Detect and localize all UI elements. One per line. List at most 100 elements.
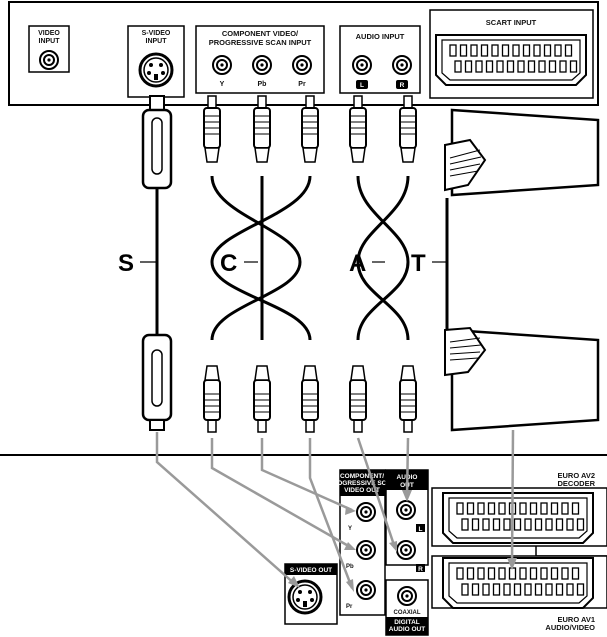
scart-pin xyxy=(477,567,485,580)
scart-pin xyxy=(466,567,475,580)
svideo-out-jack[interactable] xyxy=(287,579,323,615)
scart-pin xyxy=(498,567,506,580)
scart-pin xyxy=(487,502,496,515)
scart-pin xyxy=(471,583,480,596)
component-out-label-3: VIDEO OUT xyxy=(344,487,380,494)
scart-pin xyxy=(559,60,567,73)
component-input-jack-y[interactable] xyxy=(212,55,232,75)
scart-pin xyxy=(449,44,457,57)
svideo-input-jack[interactable] xyxy=(138,52,174,88)
audio-input-jack-l[interactable] xyxy=(352,55,372,75)
scart-pin xyxy=(477,502,485,515)
audio-out-r-label: R xyxy=(418,566,423,573)
video-input-label-1: VIDEO xyxy=(38,30,60,37)
component-out-jack-y[interactable] xyxy=(356,502,376,522)
scart-pin xyxy=(513,518,522,531)
euro-av2-label-2: DECODER xyxy=(557,479,595,488)
video-input-jack[interactable] xyxy=(39,50,59,70)
scart-pin xyxy=(491,44,499,57)
component-out-jack-pr[interactable] xyxy=(356,580,376,600)
scart-pin xyxy=(571,567,580,580)
connection-arrowheads xyxy=(288,490,517,592)
coaxial-label: COAXIAL xyxy=(394,610,421,616)
tv-rear-panel: VIDEO INPUT S-VIDEO INPUT COMPONENT VIDE… xyxy=(8,1,599,106)
scart-pin xyxy=(482,518,490,531)
scart-pin xyxy=(466,502,475,515)
scart-pin xyxy=(471,518,480,531)
cables xyxy=(140,175,449,341)
euro-av2-label-1: EURO AV2 xyxy=(557,471,595,480)
scart-pin xyxy=(543,44,552,57)
audio-input-l-label: L xyxy=(360,82,364,89)
audio-input-label: AUDIO INPUT xyxy=(356,32,405,41)
scart-pin xyxy=(475,60,483,73)
scart-pin xyxy=(485,60,494,73)
scart-pin xyxy=(464,60,473,73)
scart-pin xyxy=(540,567,548,580)
scart-pin xyxy=(534,583,543,596)
scart-plug-top xyxy=(444,108,600,197)
component-out-label-2: PROGRESSIVE SCAN xyxy=(328,480,396,487)
scart-pin xyxy=(487,567,496,580)
scart-pin xyxy=(554,44,562,57)
component-input-label-1: COMPONENT VIDEO/ xyxy=(222,29,299,38)
component-input-pr-label: Pr xyxy=(298,81,306,88)
scart-pin xyxy=(576,518,585,531)
euro-av1-label-1: EURO AV1 xyxy=(557,615,595,624)
scart-pin xyxy=(569,60,578,73)
cable-label-c: C xyxy=(220,250,237,277)
scart-pin xyxy=(456,567,464,580)
scart-pin xyxy=(564,44,573,57)
component-out-y-label: Y xyxy=(348,526,352,532)
component-out-jack-pb[interactable] xyxy=(356,540,376,560)
scart-pin xyxy=(522,44,531,57)
scart-pin xyxy=(459,44,468,57)
scart-pin xyxy=(506,60,515,73)
scart-pin xyxy=(550,567,559,580)
cable-label-a: A xyxy=(349,250,366,277)
coaxial-out-jack[interactable] xyxy=(397,586,417,606)
scart-pin xyxy=(571,502,580,515)
scart-pin xyxy=(576,583,585,596)
scart-pin xyxy=(529,567,538,580)
digital-audio-out-label-2: AUDIO OUT xyxy=(389,626,426,633)
component-out-pb-label: Pb xyxy=(346,564,354,570)
scart-pin xyxy=(508,567,517,580)
component-input-jack-pb[interactable] xyxy=(252,55,272,75)
scart-pin xyxy=(545,518,553,531)
audio-input-r-label: R xyxy=(400,82,405,89)
scart-pin xyxy=(498,502,506,515)
euro-av2-socket[interactable] xyxy=(442,492,594,544)
euro-av1-label-2: AUDIO/VIDEO xyxy=(545,623,595,632)
scart-pin xyxy=(561,502,569,515)
scart-pin xyxy=(566,518,574,531)
scart-pin xyxy=(566,583,574,596)
scart-pin xyxy=(524,583,532,596)
scart-pin xyxy=(461,518,469,531)
svideo-plug-top xyxy=(141,95,173,190)
scart-pin xyxy=(492,518,501,531)
scart-pin xyxy=(538,60,546,73)
scart-pin xyxy=(503,518,511,531)
component-out-label-1: COMPONENT/ xyxy=(340,473,384,480)
scart-pin xyxy=(517,60,525,73)
scart-pin xyxy=(470,44,478,57)
cable-label-s: S xyxy=(118,250,134,277)
scart-input-label: SCART INPUT xyxy=(486,18,537,27)
scart-pin xyxy=(454,60,462,73)
audio-input-jack-r[interactable] xyxy=(392,55,412,75)
audio-plugs-bottom xyxy=(349,365,417,433)
player-rear-panel: COMPONENT/ PROGRESSIVE SCAN VIDEO OUT Y … xyxy=(284,469,607,636)
component-input-jack-pr[interactable] xyxy=(292,55,312,75)
euro-av1-socket[interactable] xyxy=(442,557,594,609)
scart-input-socket[interactable] xyxy=(435,34,587,86)
svideo-plug-bottom xyxy=(141,333,173,431)
audio-out-jack-r[interactable] xyxy=(396,540,416,560)
digital-audio-out-label-1: DIGITAL xyxy=(394,619,420,626)
audio-out-jack-l[interactable] xyxy=(396,500,416,520)
scart-pin xyxy=(461,583,469,596)
scart-pin xyxy=(555,583,564,596)
scart-pin xyxy=(456,502,464,515)
scart-pin xyxy=(529,502,538,515)
scart-pin xyxy=(550,502,559,515)
